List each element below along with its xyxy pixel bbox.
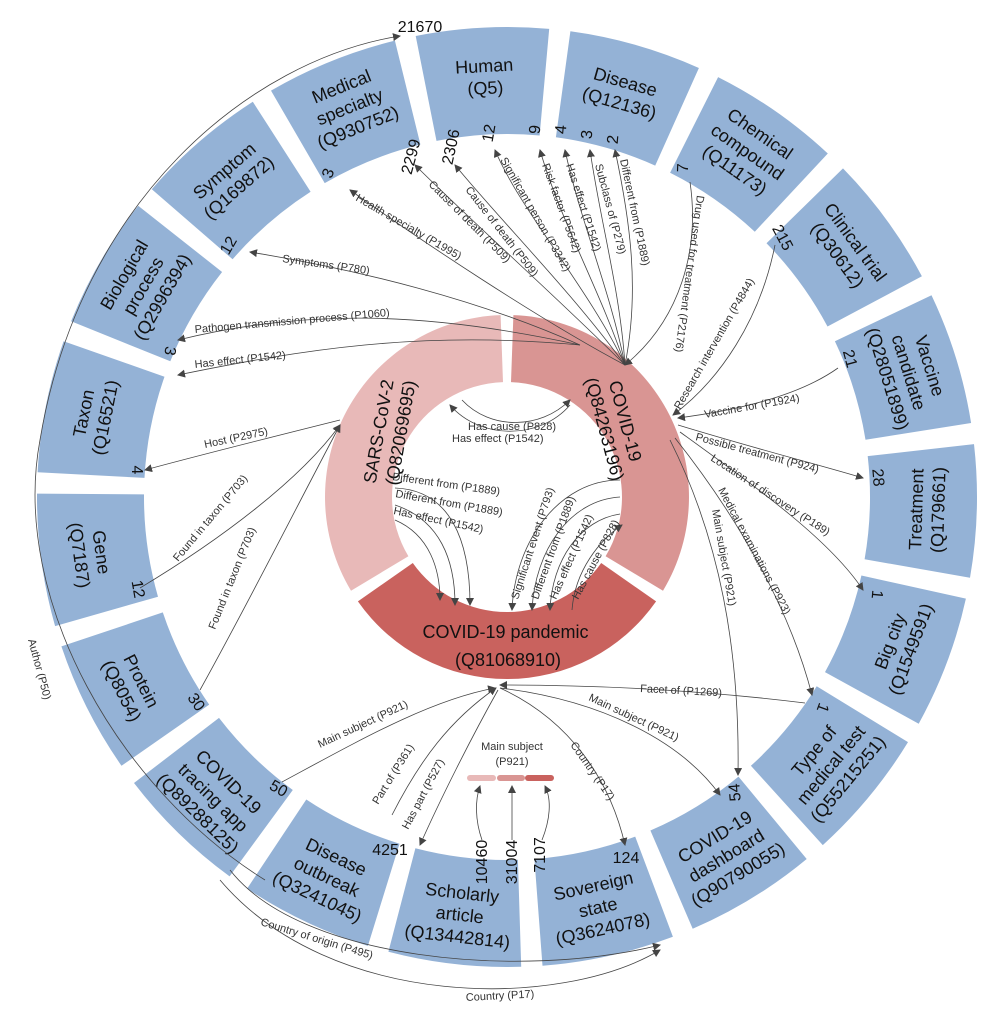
class-box-shape (151, 101, 311, 260)
class-title-line: Human (455, 55, 514, 78)
svg-text:21670: 21670 (398, 19, 443, 36)
class-box-6: Big city(Q1549591) (825, 575, 966, 724)
legend: Main subject (P921) (467, 741, 554, 841)
svg-text:Symptoms (P780): Symptoms (P780) (282, 253, 371, 277)
class-box-shape (71, 205, 223, 362)
class-box-18: Medicalspecialty(Q930752) (271, 40, 421, 184)
class-box-17: Symptom(Q169872) (151, 101, 311, 260)
svg-text:4: 4 (128, 466, 145, 475)
covid-19-pandemic-segment (357, 563, 657, 680)
svg-text:Main subject (P921): Main subject (P921) (316, 698, 410, 750)
class-box-10: Scholarlyarticle(Q13442814) (388, 848, 522, 968)
svg-text:2: 2 (605, 134, 623, 144)
svg-text:(P921): (P921) (495, 756, 528, 768)
class-box-7: Type ofmedical test(Q55215251) (750, 686, 908, 846)
svg-text:Has effect (P1542): Has effect (P1542) (452, 433, 544, 445)
class-box-8: COVID-19dashboard(Q90790055) (650, 776, 807, 929)
svg-text:124: 124 (613, 850, 640, 867)
svg-text:12: 12 (128, 579, 148, 600)
svg-text:54: 54 (726, 783, 744, 802)
class-title-line: Treatment (905, 468, 927, 550)
class-box-shape (36, 493, 158, 627)
class-box-shape (834, 295, 972, 440)
svg-text:31004: 31004 (504, 840, 521, 885)
class-box-14: Gene(Q7187) (36, 493, 158, 627)
class-box-shape (415, 27, 550, 141)
svg-text:Has part (P527): Has part (P527) (400, 757, 447, 831)
class-box-15: Taxon(Q16521) (37, 341, 165, 478)
svg-text:Facet of (P1269): Facet of (P1269) (640, 683, 722, 699)
class-box-shape (825, 575, 966, 724)
class-box-shape (766, 168, 922, 327)
class-box-11: Diseaseoutbreak(Q3241045) (247, 799, 400, 946)
svg-text:Has effect (P1542): Has effect (P1542) (194, 349, 286, 371)
svg-text:Vaccine for (P1924): Vaccine for (P1924) (703, 392, 800, 421)
svg-text:Main subject: Main subject (481, 741, 543, 753)
edge-author (34, 33, 401, 881)
class-box-4: Vaccinecandidate(Q28051899) (834, 295, 972, 440)
svg-text:Has cause (P828): Has cause (P828) (468, 421, 556, 433)
class-box-shape (534, 836, 673, 966)
svg-text:1: 1 (868, 589, 886, 599)
svg-text:50: 50 (266, 777, 290, 801)
sars-cov-2-segment (325, 315, 503, 591)
svg-text:3: 3 (160, 345, 178, 357)
class-box-5: Treatment(Q179661) (864, 444, 977, 578)
svg-text:7: 7 (675, 163, 692, 173)
class-box-shape (750, 686, 908, 846)
svg-text:10460: 10460 (474, 840, 491, 885)
svg-text:Main subject (P921): Main subject (P921) (587, 692, 681, 744)
class-box-shape (247, 799, 400, 946)
class-box-16: Biologicalprocess(Q2996394) (71, 205, 223, 362)
class-title-line: (Q179661) (927, 467, 950, 554)
svg-text:21: 21 (839, 348, 860, 370)
svg-text:4: 4 (553, 124, 571, 134)
edge-label-author: Author (P50) (25, 638, 53, 701)
counts: 21670 3 2299 2306 12 9 4 3 2 7 215 21 28… (128, 19, 887, 884)
class-box-shape (388, 848, 522, 968)
covid-19-segment (511, 315, 689, 591)
svg-text:Country (P17): Country (P17) (568, 740, 617, 803)
class-box-9: Sovereignstate(Q3624078) (534, 836, 673, 966)
covid-19-pandemic-title: COVID-19 pandemic (Q81068910) (422, 622, 593, 670)
svg-text:Country (P17): Country (P17) (466, 988, 535, 1004)
class-box-shape (37, 341, 165, 478)
class-ring: Human(Q5) Disease(Q12136)Chemicalcompound… (36, 27, 977, 968)
class-box-shape (134, 717, 293, 877)
svg-text:28: 28 (868, 468, 886, 487)
class-box-shape (864, 444, 977, 578)
svg-text:12: 12 (217, 234, 241, 258)
svg-text:Drug used for treatment (P2176: Drug used for treatment (P2176) (672, 195, 706, 353)
class-title: Treatment(Q179661) (905, 466, 950, 553)
class-box-13: Protein(Q8054) (61, 612, 210, 766)
class-box-2: Chemicalcompound(Q11173) (670, 77, 828, 232)
svg-text:Found in taxon (P703): Found in taxon (P703) (207, 526, 259, 631)
core-ring: SARS-CoV-2 (Q82069695) COVID-19 (Q842631… (325, 315, 689, 680)
class-box-shape (670, 77, 828, 232)
class-box-shape (271, 40, 421, 184)
svg-text:Host (P2975): Host (P2975) (203, 426, 269, 451)
svg-text:4251: 4251 (372, 842, 408, 859)
class-box-shape (650, 776, 807, 929)
class-box-shape (61, 612, 210, 766)
class-box-0: Human(Q5) (415, 27, 550, 141)
svg-text:3: 3 (579, 129, 597, 139)
svg-text:Pathogen transmission process: Pathogen transmission process (P1060) (194, 307, 390, 336)
class-box-12: COVID-19tracing app(Q89288125) (134, 717, 293, 877)
svg-text:Part of (P361): Part of (P361) (370, 742, 416, 806)
class-box-3: Clinical trial(Q30612) (766, 168, 922, 327)
class-title: Human(Q5) (455, 55, 515, 100)
class-title-line: (Q5) (467, 77, 504, 99)
class-box-1: Disease(Q12136) (555, 31, 699, 166)
svg-text:7107: 7107 (532, 837, 549, 873)
svg-text:9: 9 (527, 124, 545, 134)
class-box-shape (555, 31, 699, 166)
svg-text:12: 12 (480, 123, 500, 144)
class-title: Medicalspecialty(Q930752) (298, 61, 402, 153)
